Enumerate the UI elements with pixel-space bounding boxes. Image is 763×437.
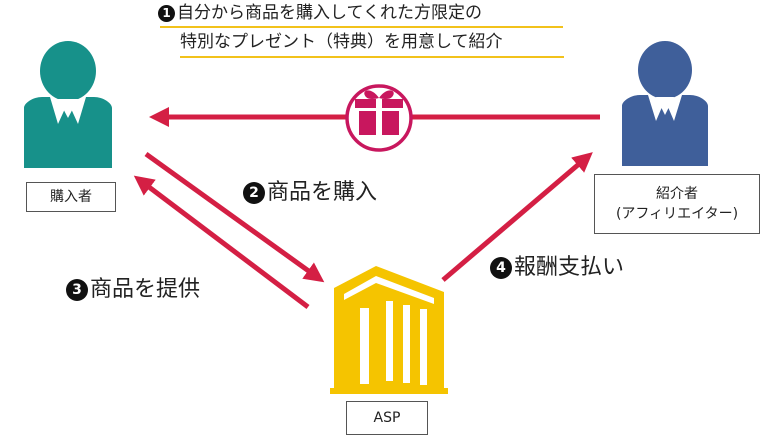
asp-building-icon [330, 266, 448, 394]
note-underline-2 [180, 56, 564, 58]
provide-arrow [133, 175, 310, 309]
note-text-2: 特別なプレゼント（特典）を用意して紹介 [180, 32, 503, 52]
asp-label-box: ASP [346, 401, 428, 435]
step-2-badge: 2 [243, 182, 265, 204]
buyer-label: 購入者 [50, 189, 92, 205]
step-4-badge: 4 [490, 257, 512, 279]
note-underline-1 [160, 26, 563, 28]
buyer-label-box: 購入者 [26, 182, 116, 212]
affiliate-person-icon [622, 41, 708, 166]
step-3-text: 商品を提供 [90, 277, 201, 302]
step-4-text: 報酬支払い [514, 255, 625, 280]
note-line-2: 特別なプレゼント（特典）を用意して紹介 [180, 30, 503, 54]
purchase-arrow [144, 151, 325, 283]
buyer-person-icon [24, 41, 112, 168]
note-text-1: 自分から商品を購入してくれた方限定の [177, 3, 482, 23]
reward-arrow [441, 152, 593, 282]
note-badge: 1 [158, 5, 175, 22]
gift-icon [345, 84, 413, 152]
asp-label: ASP [373, 410, 401, 426]
step-2-text: 商品を購入 [267, 180, 378, 205]
affiliate-label-box: 紹介者 (アフィリエイター) [594, 174, 760, 234]
affiliate-label-line1: 紹介者 [656, 186, 698, 202]
step-3-badge: 3 [66, 279, 88, 301]
affiliate-label-line2: (アフィリエイター) [615, 206, 739, 222]
